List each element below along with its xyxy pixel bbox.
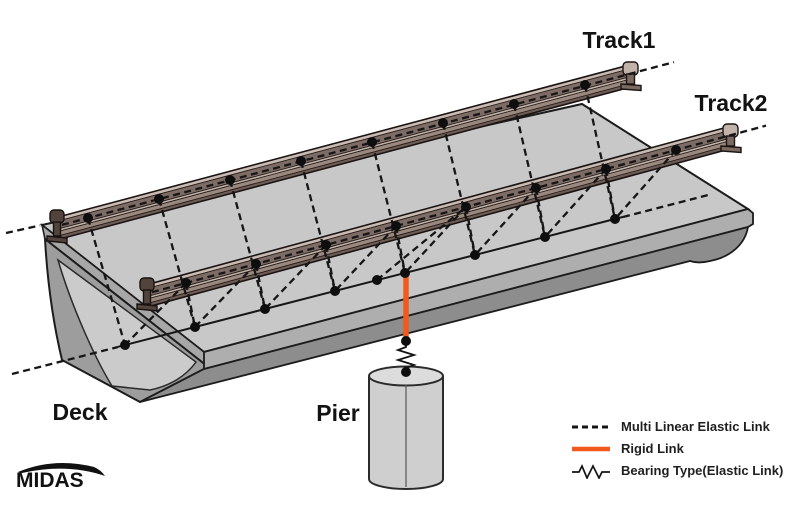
elastic-link: [334, 225, 397, 292]
elastic-link: [254, 263, 267, 310]
elastic-link: [124, 282, 187, 346]
construction-lines: [5, 193, 709, 376]
legend-item-multi-linear-elastic-link: Multi Linear Elastic Link: [571, 417, 783, 436]
track2-node: [251, 259, 261, 269]
track1-rail-left-end-profile: [46, 209, 68, 244]
track1-node: [367, 137, 377, 147]
elastic-link: [376, 206, 467, 281]
elastic-link: [404, 206, 467, 274]
legend-item-rigid-link: Rigid Link: [571, 439, 783, 458]
elastic-link: [474, 187, 537, 256]
legend: Multi Linear Elastic Link Rigid Link Bea…: [571, 417, 783, 480]
elastic-link: [86, 217, 127, 346]
track2-node: [671, 145, 681, 155]
pier-top-node: [401, 367, 411, 377]
spring-icon: [572, 463, 610, 479]
legend-label: Rigid Link: [621, 441, 684, 456]
pier-label: Pier: [316, 400, 360, 426]
deck-label: Deck: [53, 399, 108, 425]
track1-node: [225, 175, 235, 185]
multi-linear-elastic-links: [86, 84, 677, 346]
track2-node: [531, 183, 541, 193]
elastic-link: [194, 263, 257, 328]
deck-line-extension-right-dash: [622, 193, 709, 219]
deck-node: [540, 232, 550, 242]
deck-node: [400, 268, 410, 278]
deck-node: [120, 340, 130, 350]
deck-node: [610, 214, 620, 224]
deck-trough-interior: [56, 258, 198, 391]
elastic-link: [604, 168, 617, 220]
orange-line-icon: [572, 446, 610, 451]
legend-label: Bearing Type(Elastic Link): [621, 463, 784, 478]
deck-back-edge-extension-dash: [5, 224, 41, 235]
deck-node: [190, 322, 200, 332]
elastic-link: [464, 206, 477, 256]
midas-logo-text: MIDAS: [16, 469, 84, 492]
legend-item-bearing-type: Bearing Type(Elastic Link): [571, 461, 783, 480]
pier-assembly: [368, 275, 444, 490]
track1-node: [83, 213, 93, 223]
midas-logo: MIDAS: [12, 458, 112, 498]
track1-node: [438, 118, 448, 128]
deck-node: [372, 275, 382, 285]
track1-node: [509, 99, 519, 109]
deck-line-extension-left-dash: [11, 345, 119, 376]
elastic-link: [394, 225, 407, 274]
track1-node: [580, 80, 590, 90]
track2-label: Track2: [695, 90, 768, 116]
track1-label: Track1: [583, 27, 656, 53]
deck-node: [330, 286, 340, 296]
elastic-link: [614, 149, 677, 220]
deck-node: [470, 250, 480, 260]
track2-node: [391, 221, 401, 231]
track2-node: [461, 202, 471, 212]
track2-node: [181, 278, 191, 288]
elastic-link: [324, 244, 337, 292]
midas-swoosh-icon: [18, 463, 105, 476]
deck-front-girder-face: [139, 225, 750, 403]
dashed-line-icon: [572, 425, 610, 428]
elastic-link: [264, 244, 327, 310]
track1-node: [154, 194, 164, 204]
elastic-link: [184, 282, 197, 328]
track1-rail: [46, 60, 675, 244]
elastic-link: [534, 187, 547, 238]
track1-node: [296, 156, 306, 166]
track2-node: [321, 240, 331, 250]
girder-bottom-node: [401, 336, 411, 346]
deck-centerline: [117, 215, 624, 348]
deck-node: [260, 304, 270, 314]
legend-label: Multi Linear Elastic Link: [621, 419, 770, 434]
elastic-link: [544, 168, 607, 238]
track2-rail: [136, 123, 767, 312]
model-nodes: [83, 80, 681, 377]
track2-node: [601, 164, 611, 174]
